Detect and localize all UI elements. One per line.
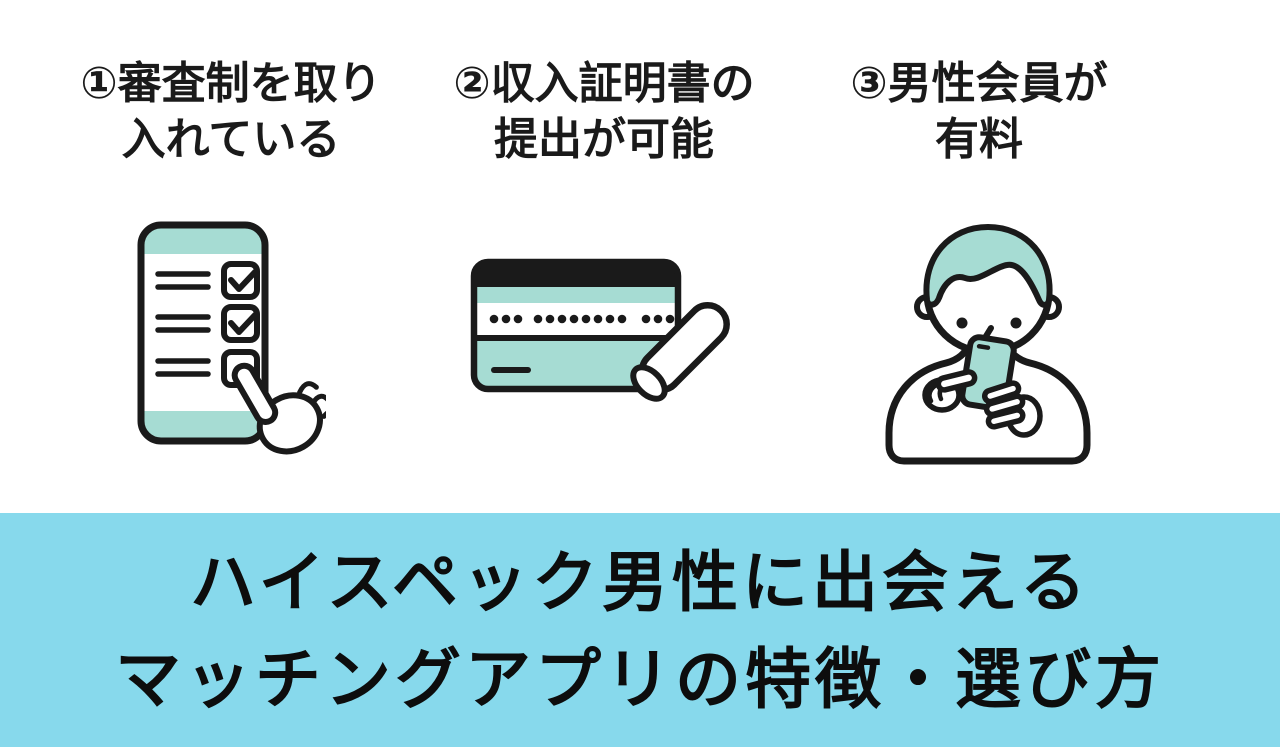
- check-marks: [228, 269, 258, 335]
- man-holding-phone-icon: [885, 224, 1091, 465]
- left-eye: [956, 317, 968, 329]
- left-hand: [922, 369, 978, 413]
- feature-3-heading: ③男性会員が 有料: [794, 56, 1164, 168]
- banner-title-line-1: ハイスペック男性に出会える: [189, 544, 1091, 621]
- checkbox-checked-2: [221, 304, 260, 343]
- feature-1-title-line-1: ①審査制を取り: [80, 58, 382, 109]
- feature-3-title-line-1: ③男性会員が: [850, 58, 1108, 109]
- feature-2-heading: ②収入証明書の 提出が可能: [419, 56, 789, 168]
- feature-3-title-line-2: 有料: [935, 114, 1023, 165]
- banner-title-line-2: マッチングアプリの特徴・選び方: [115, 641, 1165, 718]
- hair: [923, 224, 1053, 308]
- credit-card-pen-icon: [470, 258, 730, 402]
- checkbox-checked-1: [221, 261, 260, 300]
- feature-2-title-line-2: 提出が可能: [494, 114, 714, 165]
- feature-1-heading: ①審査制を取り 入れている: [36, 56, 426, 168]
- title-banner: ハイスペック男性に出会える マッチングアプリの特徴・選び方: [0, 513, 1280, 747]
- right-hand: [981, 380, 1043, 438]
- right-eye: [1010, 317, 1022, 329]
- pen-icon: [630, 302, 730, 402]
- feature-2-title-line-1: ②収入証明書の: [453, 58, 755, 109]
- head: [914, 224, 1062, 361]
- checklist-text-lines: [155, 271, 211, 377]
- pointing-hand-icon: [231, 362, 326, 455]
- checklist-phone-icon: [137, 221, 326, 455]
- feature-1-title-line-2: 入れている: [121, 114, 341, 165]
- card-number-dots: [489, 314, 675, 324]
